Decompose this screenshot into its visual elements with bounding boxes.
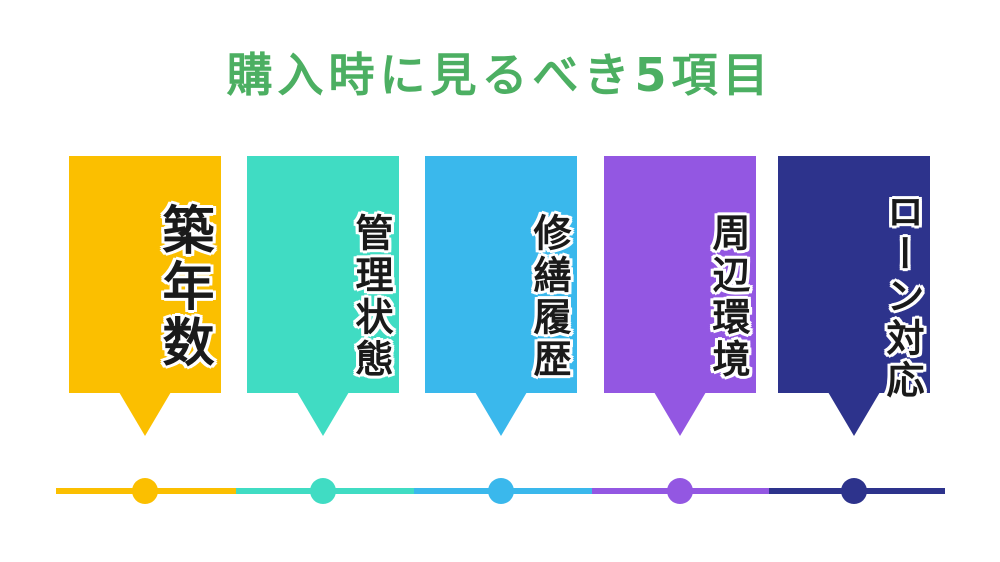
item-card-kanri-joutai: 管理状態 [247, 156, 399, 393]
timeline-dot [132, 478, 158, 504]
item-label: 修繕履歴 [527, 212, 571, 381]
item-label: ローン対応 [880, 191, 924, 402]
item-label: 築年数 [153, 202, 213, 371]
item-label: 周辺環境 [706, 212, 750, 381]
item-pointer [654, 392, 706, 436]
item-label: 管理状態 [349, 212, 393, 381]
timeline-dot [667, 478, 693, 504]
item-card-loan-taiou: ローン対応 [778, 156, 930, 402]
timeline-dot [841, 478, 867, 504]
timeline-dot [488, 478, 514, 504]
item-pointer [828, 392, 880, 436]
item-card-shuhen-kankyo: 周辺環境 [604, 156, 756, 393]
item-card-chikunensu: 築年数 [69, 156, 221, 393]
item-pointer [297, 392, 349, 436]
page-title: 購入時に見るべき5項目 [226, 48, 774, 102]
timeline-dot [310, 478, 336, 504]
item-pointer [119, 392, 171, 436]
item-card-shuzen-rireki: 修繕履歴 [425, 156, 577, 393]
item-pointer [475, 392, 527, 436]
